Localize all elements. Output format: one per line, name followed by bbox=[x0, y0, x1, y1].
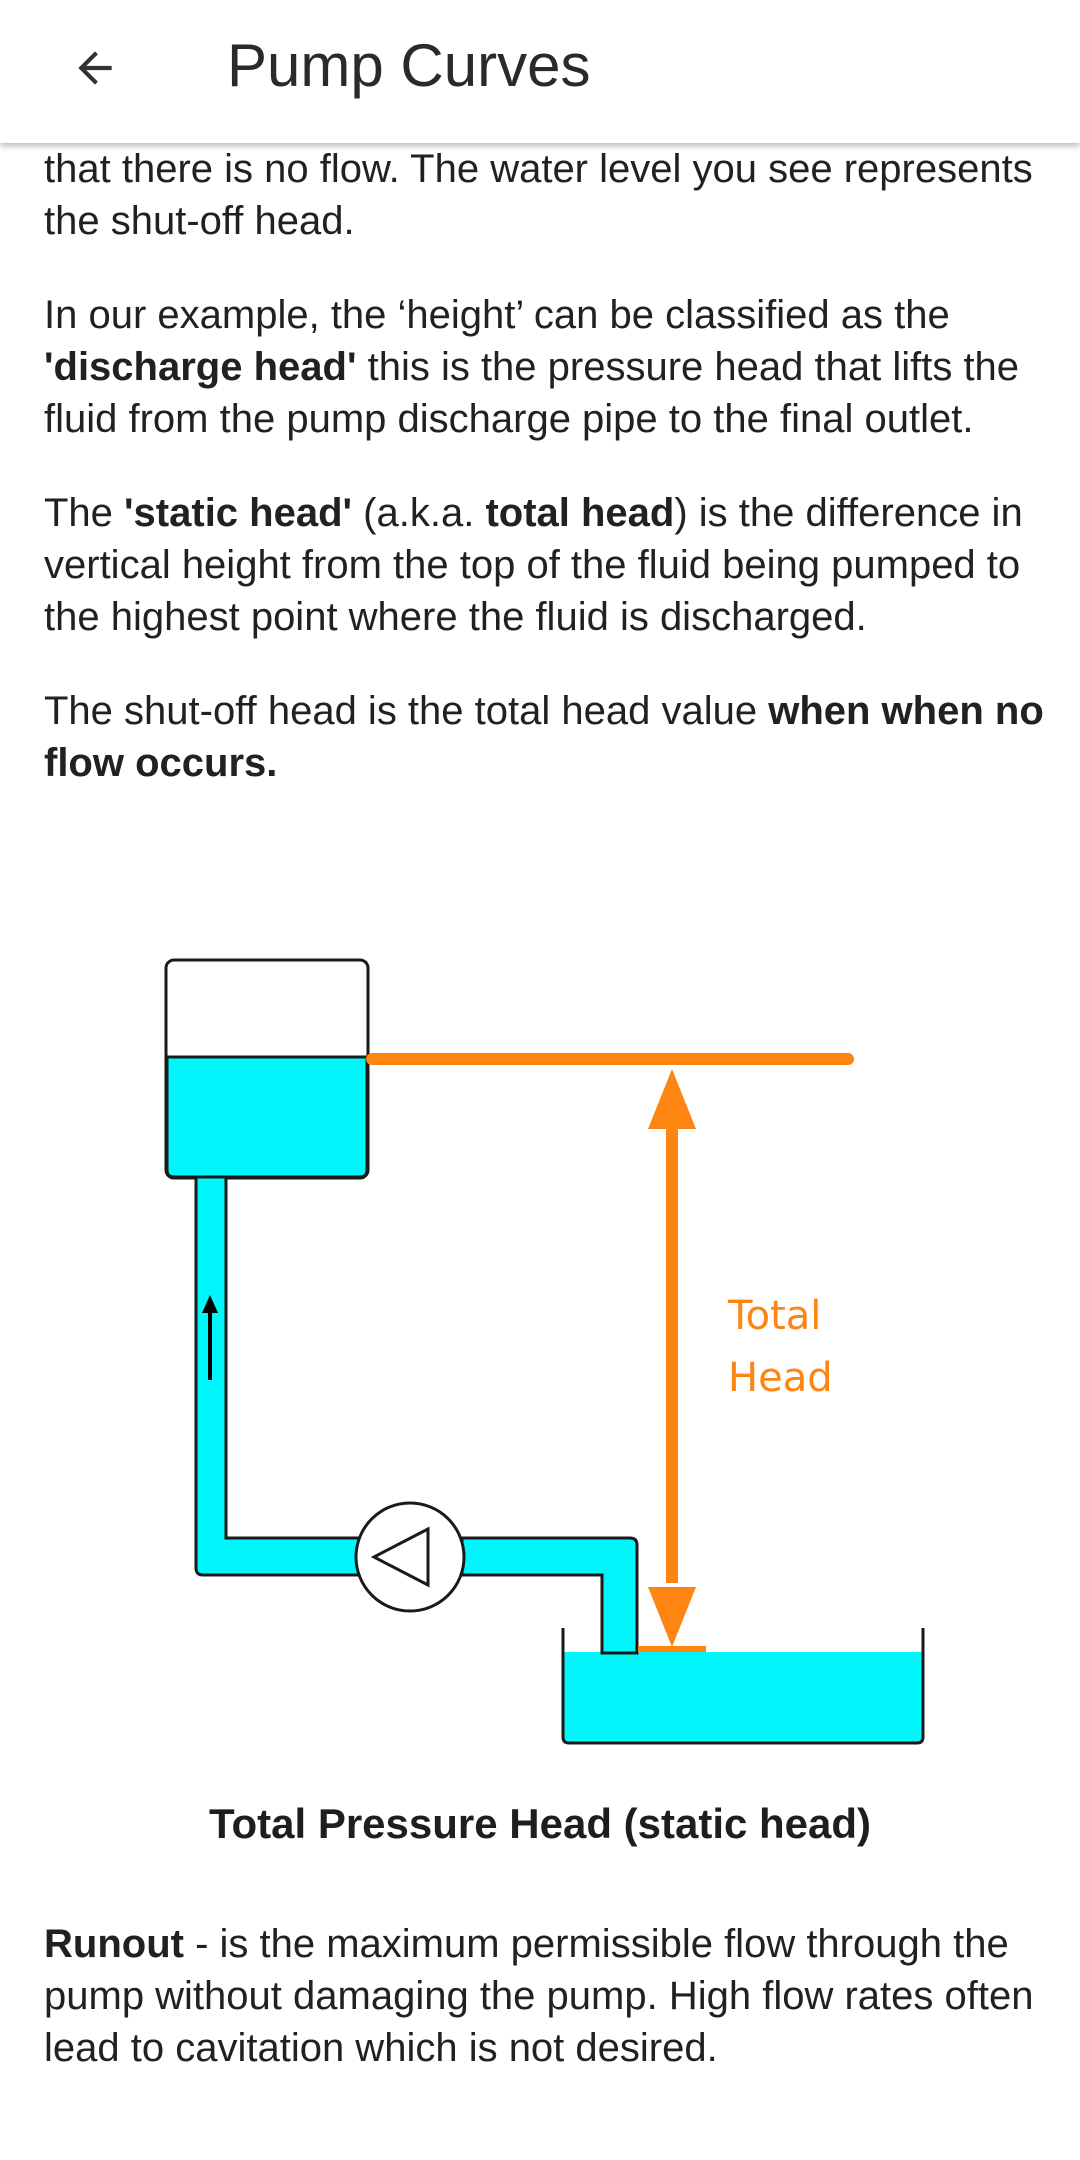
pipe-inlet bbox=[600, 1635, 639, 1655]
upper-tank-water bbox=[165, 1055, 369, 1179]
paragraph-text: The bbox=[44, 491, 125, 535]
paragraph-text: that there is no flow. The water level y… bbox=[44, 147, 1033, 243]
bold-term: Runout bbox=[44, 1922, 184, 1966]
paragraph-text: (a.k.a. bbox=[352, 491, 486, 535]
lower-tank-outline bbox=[561, 1628, 925, 1745]
figure-caption: Total Pressure Head (static head) bbox=[208, 1800, 872, 1847]
total-head-label-line2: Head bbox=[728, 1355, 833, 1401]
bold-term: 'discharge head' bbox=[44, 345, 357, 389]
bold-term: when when no flow occurs. bbox=[44, 689, 1044, 785]
page-title: Pump Curves bbox=[227, 32, 591, 99]
discharge-pipe bbox=[194, 1175, 369, 1577]
article-body: that there is no flow. The water level y… bbox=[44, 143, 1044, 789]
paragraph-text: In our example, the ‘height’ can be clas… bbox=[44, 293, 950, 337]
paragraph-shutoff: that there is no flow. The water level y… bbox=[44, 143, 1044, 247]
paragraph-shutoff-definition: The shut-off head is the total head valu… bbox=[44, 685, 1044, 789]
lower-tank-water bbox=[563, 1652, 923, 1743]
paragraph-text: The shut-off head is the total head valu… bbox=[44, 689, 769, 733]
bold-term: total head bbox=[485, 491, 675, 535]
back-button[interactable] bbox=[50, 30, 140, 106]
paragraph-discharge-head: In our example, the ‘height’ can be clas… bbox=[44, 289, 1044, 445]
pump-icon bbox=[354, 1501, 466, 1613]
total-head-label-line1: Total bbox=[727, 1293, 821, 1339]
paragraph-text: - is the maximum permissible flow throug… bbox=[44, 1922, 1034, 2070]
total-head-diagram: Total Head bbox=[164, 958, 925, 1745]
paragraph-runout: Runout - is the maximum permissible flow… bbox=[44, 1918, 1044, 2074]
bold-term: 'static head' bbox=[124, 491, 353, 535]
flow-arrow-icon bbox=[202, 1295, 218, 1380]
total-head-dimension-arrow bbox=[648, 1069, 696, 1647]
app-bar: Pump Curves bbox=[0, 0, 1080, 143]
paragraph-text: this is the pressure head that lifts the… bbox=[44, 345, 1020, 441]
paragraph-static-head: The 'static head' (a.k.a. total head) is… bbox=[44, 487, 1044, 643]
paragraph-text: ) is the difference in vertical height f… bbox=[44, 491, 1023, 639]
suction-pipe bbox=[460, 1536, 639, 1655]
arrow-left-icon bbox=[78, 51, 112, 85]
